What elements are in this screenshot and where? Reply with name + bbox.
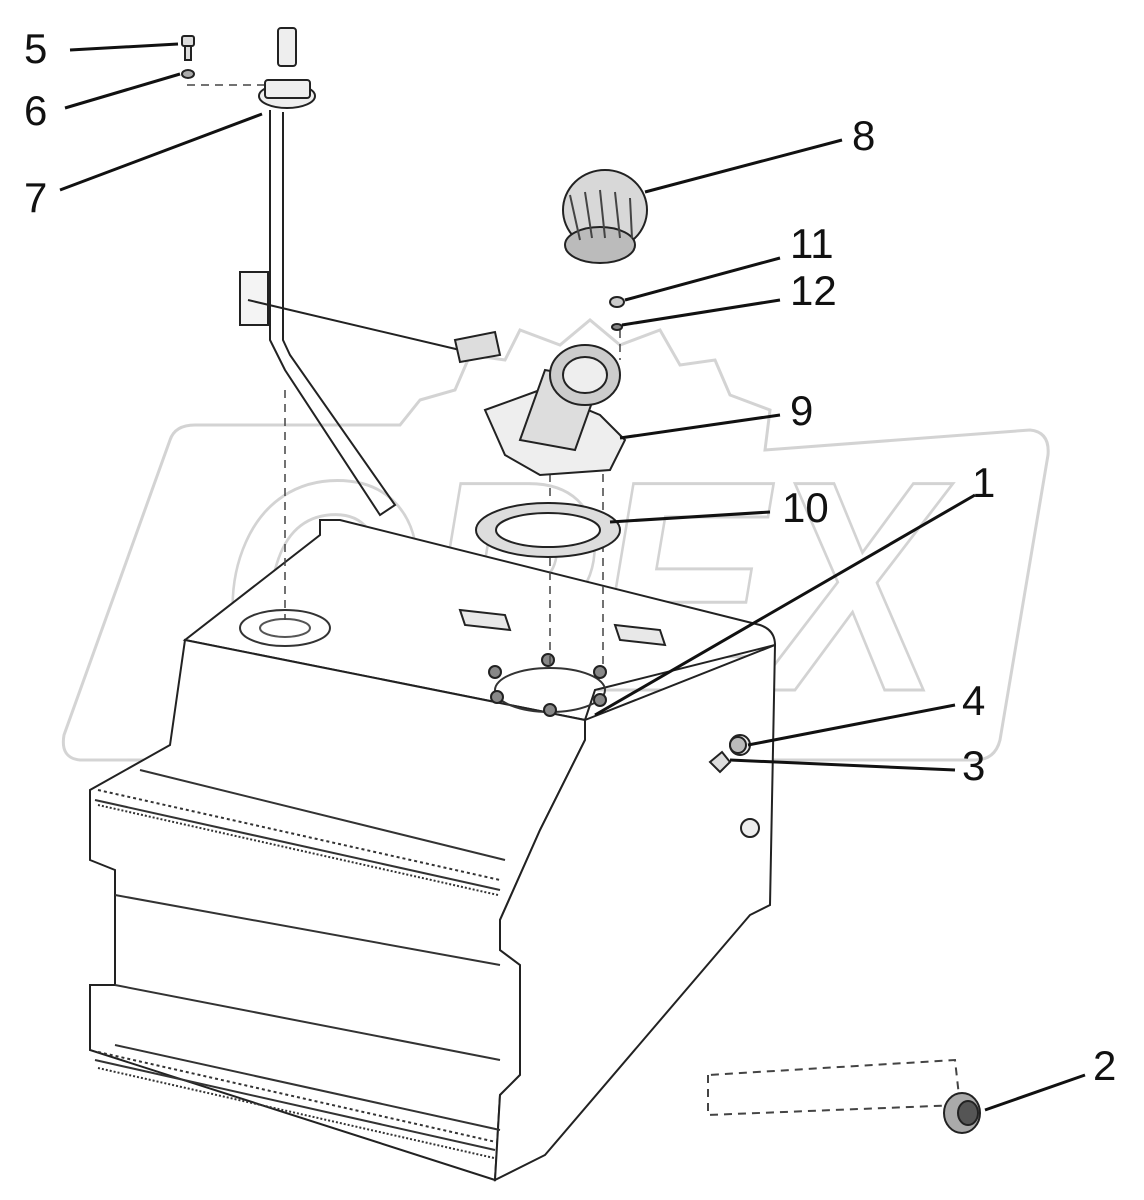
- tank-step-ridges: [94, 769, 506, 1159]
- callout-3: 3: [962, 742, 985, 789]
- callout-5: 5: [24, 25, 47, 72]
- leader-5: [69, 42, 179, 52]
- part-5-bolt: [181, 35, 195, 61]
- callout-12: 12: [790, 267, 837, 314]
- tank-left-opening: [239, 609, 331, 647]
- callout-4: 4: [962, 677, 985, 724]
- part-4-washer: [729, 736, 747, 754]
- tank-bracket-left: [458, 608, 512, 632]
- callout-9: 9: [790, 387, 813, 434]
- watermark-gear-shape: [61, 318, 1050, 842]
- tank-side-port-lower: [740, 818, 760, 838]
- tank-bracket-right: [613, 623, 667, 647]
- part-3-plug: [708, 750, 732, 774]
- tank-side-panel: [493, 643, 777, 1182]
- callout-6: 6: [24, 87, 47, 134]
- assembly-lines: [187, 84, 621, 670]
- leader-1: [594, 493, 976, 717]
- leader-6: [64, 72, 181, 110]
- leader-9: [619, 413, 781, 440]
- part-8-filler-cap: [562, 169, 648, 264]
- part-9-filler-neck: [483, 344, 627, 477]
- leader-2: [984, 1073, 1086, 1112]
- callout-10: 10: [782, 484, 829, 531]
- part-7-fuel-sender: [239, 27, 502, 517]
- part-2-drain-plug: [943, 1092, 981, 1134]
- leader-8: [644, 138, 843, 194]
- part-6-washer: [181, 69, 195, 79]
- leader-3: [729, 758, 956, 772]
- callout-labels: 5 6 7 8 11 12 9 10 1 4 3 2: [24, 25, 1116, 1089]
- tank-center-bolts: [488, 653, 607, 717]
- leader-10: [609, 510, 771, 524]
- fuel-tank: [89, 519, 962, 1182]
- callout-11: 11: [790, 220, 834, 267]
- leader-lines: [59, 42, 1086, 1112]
- callout-7: 7: [24, 174, 47, 221]
- part-12-washer: [611, 323, 623, 331]
- leader-7: [59, 112, 263, 192]
- part-10-gasket: [475, 502, 621, 558]
- part-11-nut: [609, 296, 625, 308]
- leader-4: [747, 703, 956, 747]
- leader-11: [624, 256, 781, 302]
- callout-1: 1: [972, 459, 995, 506]
- callout-2: 2: [1093, 1042, 1116, 1089]
- callout-8: 8: [852, 112, 875, 159]
- leader-12: [621, 298, 781, 327]
